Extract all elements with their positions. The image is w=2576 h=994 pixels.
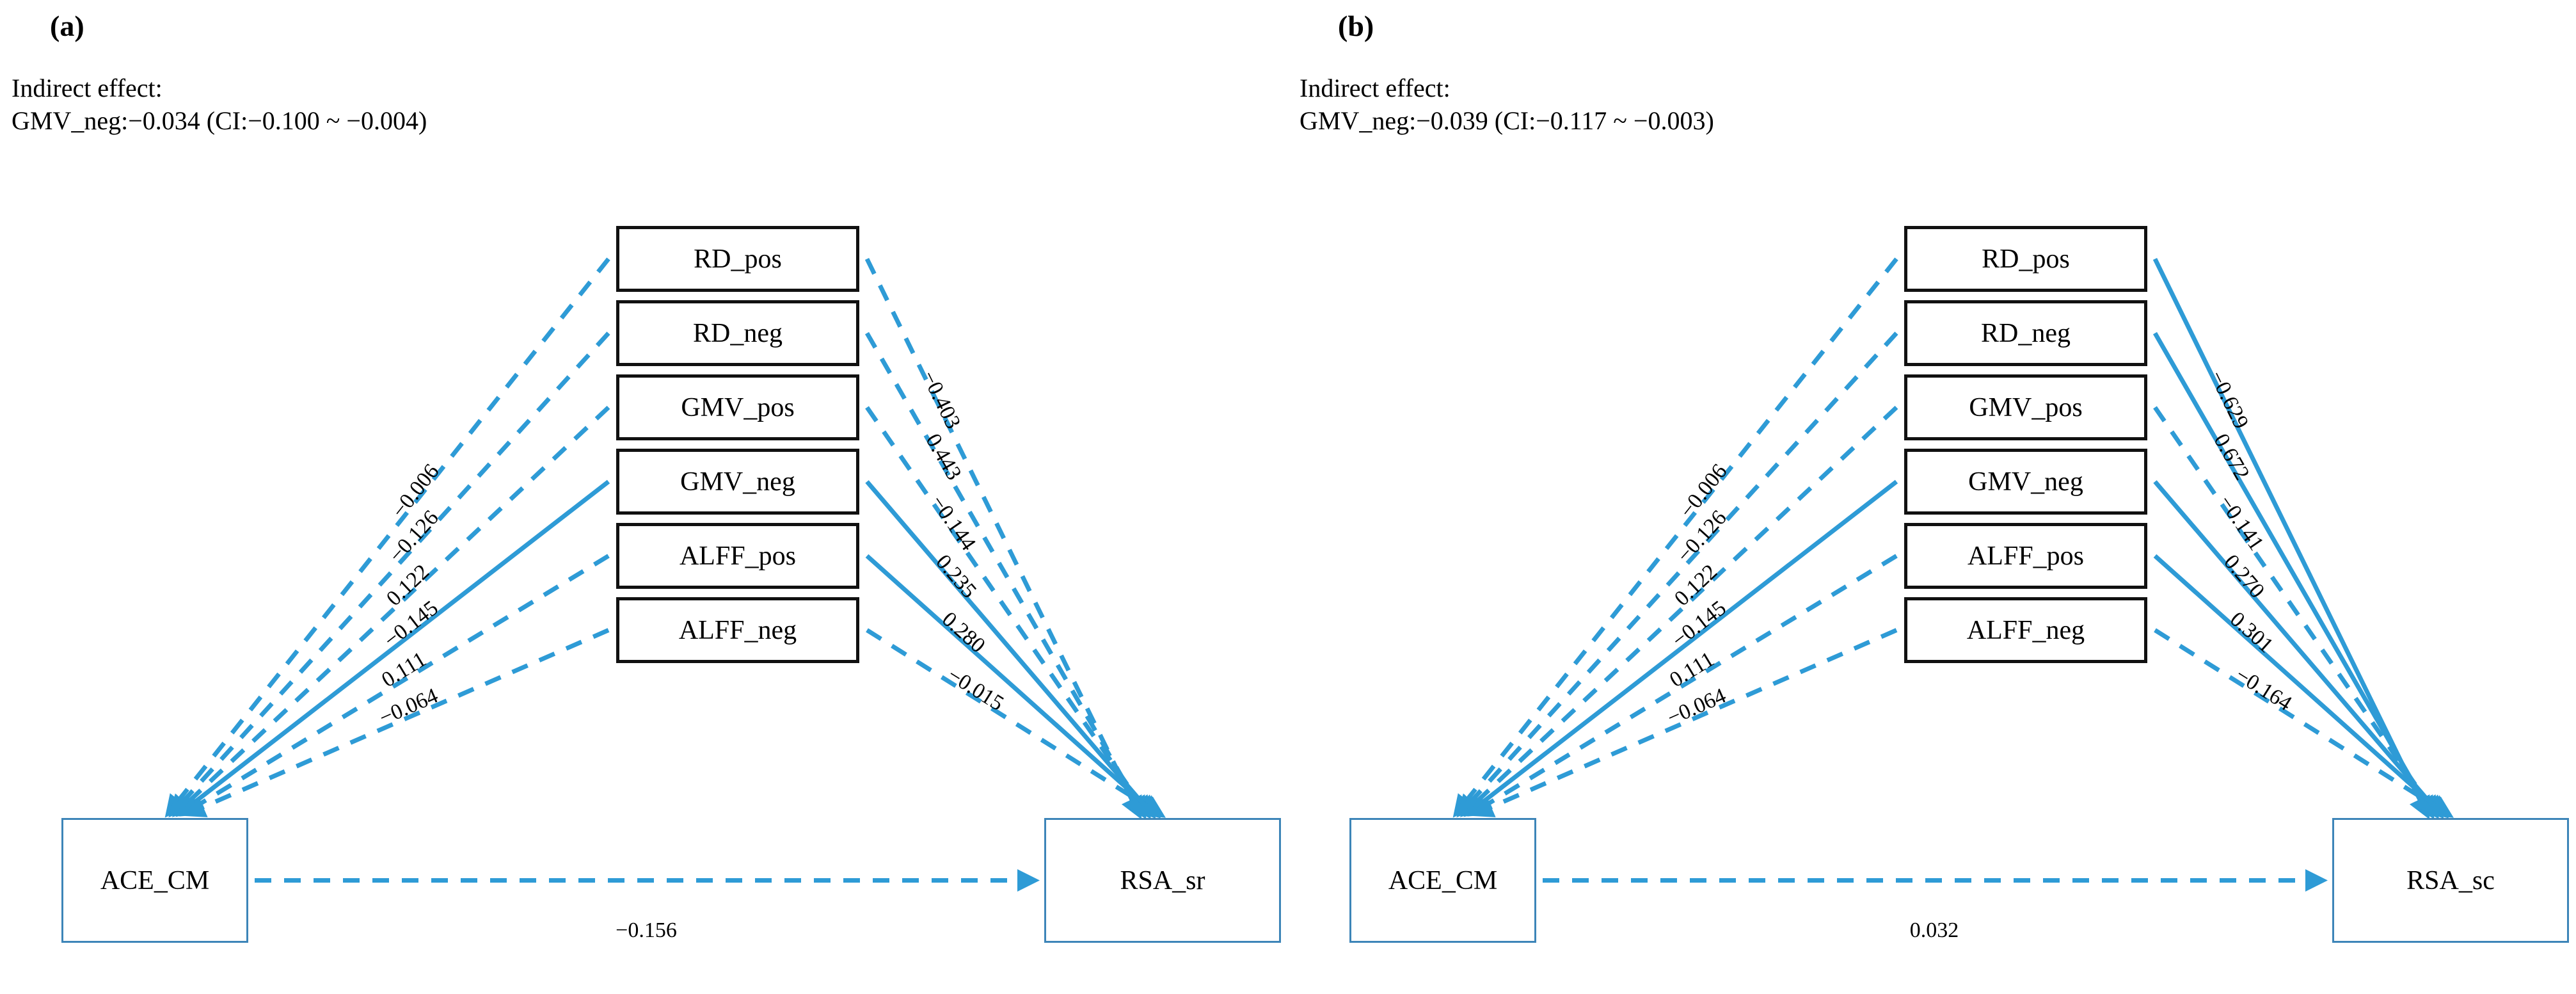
edge-b-ALFF_neg xyxy=(866,628,1166,818)
edge-b-RD_neg xyxy=(864,332,1147,820)
edge-a-GMV_pos xyxy=(1459,405,1898,817)
edge-a-GMV_neg xyxy=(175,479,610,817)
outcome-node[interactable]: RSA_sc xyxy=(2332,818,2569,943)
mediator-node-ALFF_pos[interactable]: ALFF_pos xyxy=(616,523,859,589)
outcome-node-label: RSA_sc xyxy=(2406,865,2495,895)
edge-a-ALFF_neg xyxy=(1470,628,1898,817)
edge-a-ALFF_neg xyxy=(182,628,610,817)
mediator-node-GMV_pos-label: GMV_pos xyxy=(681,392,795,422)
edge-b-RD_pos xyxy=(2152,257,2430,820)
outcome-node[interactable]: RSA_sr xyxy=(1044,818,1281,943)
predictor-node[interactable]: ACE_CM xyxy=(61,818,248,943)
edge-b-GMV_neg xyxy=(865,480,1156,819)
indirect-effect-text: Indirect effect: GMV_neg:−0.034 (CI:−0.10… xyxy=(12,72,427,137)
panel-letter: (b) xyxy=(1338,10,1374,42)
mediator-node-ALFF_neg-label: ALFF_neg xyxy=(678,615,797,645)
mediator-node-RD_pos[interactable]: RD_pos xyxy=(1904,226,2147,292)
outcome-node-label: RSA_sr xyxy=(1120,865,1205,895)
edge-a-RD_pos xyxy=(1452,257,1898,818)
predictor-node-label: ACE_CM xyxy=(100,865,210,895)
mediator-node-RD_pos-label: RD_pos xyxy=(694,244,782,274)
mediator-node-ALFF_neg[interactable]: ALFF_neg xyxy=(616,597,859,663)
mediator-node-RD_pos[interactable]: RD_pos xyxy=(616,226,859,292)
edge-b-ALFF_pos xyxy=(2153,554,2449,819)
mediator-node-GMV_neg[interactable]: GMV_neg xyxy=(1904,449,2147,515)
edge-b-ALFF_pos xyxy=(865,554,1161,819)
mediator-node-RD_neg-label: RD_neg xyxy=(693,318,783,348)
edge-label-direct: −0.156 xyxy=(616,918,677,942)
indirect-effect-value: GMV_neg:−0.034 (CI:−0.100 ~ −0.004) xyxy=(12,106,427,136)
predictor-node-label: ACE_CM xyxy=(1388,865,1498,895)
indirect-effect-value: GMV_neg:−0.039 (CI:−0.117 ~ −0.003) xyxy=(1300,106,1714,136)
indirect-effect-heading: Indirect effect: xyxy=(12,74,163,102)
mediator-node-ALFF_pos-label: ALFF_pos xyxy=(1967,541,2085,571)
panel-a: (a) Indirect effect: GMV_neg:−0.034 (CI:−0… xyxy=(12,10,1281,943)
mediator-node-ALFF_pos[interactable]: ALFF_pos xyxy=(1904,523,2147,589)
mediator-node-ALFF_pos-label: ALFF_pos xyxy=(679,541,797,571)
edge-b-ALFF_neg xyxy=(2154,628,2454,818)
indirect-effect-text: Indirect effect: GMV_neg:−0.039 (CI:−0.11… xyxy=(1300,72,1714,137)
edge-a-RD_pos xyxy=(164,257,610,818)
edge-a-RD_neg xyxy=(1456,332,1898,818)
edge-label-direct: 0.032 xyxy=(1909,918,1959,942)
mediator-node-RD_pos-label: RD_pos xyxy=(1982,244,2070,274)
mediator-node-GMV_neg-label: GMV_neg xyxy=(1968,467,2083,497)
edge-b-RD_pos xyxy=(864,257,1142,820)
mediator-node-RD_neg[interactable]: RD_neg xyxy=(616,300,859,366)
path-edges xyxy=(1452,257,2454,892)
mediator-node-GMV_neg-label: GMV_neg xyxy=(680,467,795,497)
edge-a-ALFF_pos xyxy=(179,554,610,817)
panel-b: (b) Indirect effect: GMV_neg:−0.039 (CI:−0… xyxy=(1288,0,2576,994)
edge-a-ALFF_pos xyxy=(1467,554,1898,817)
edge-a-GMV_neg xyxy=(1463,479,1898,817)
edge-a-GMV_pos xyxy=(171,405,610,817)
mediator-node-GMV_pos[interactable]: GMV_pos xyxy=(616,374,859,440)
mediator-node-RD_neg-label: RD_neg xyxy=(1981,318,2071,348)
edge-b-GMV_pos xyxy=(865,406,1151,819)
mediator-node-GMV_neg[interactable]: GMV_neg xyxy=(616,449,859,515)
indirect-effect-heading: Indirect effect: xyxy=(1300,74,1451,102)
mediator-node-GMV_pos-label: GMV_pos xyxy=(1969,392,2083,422)
path-edges xyxy=(164,257,1166,892)
mediator-node-ALFF_neg[interactable]: ALFF_neg xyxy=(1904,597,2147,663)
edge-b-GMV_pos xyxy=(2153,406,2439,819)
edge-b-GMV_neg xyxy=(2153,480,2444,819)
mediator-node-RD_neg[interactable]: RD_neg xyxy=(1904,300,2147,366)
predictor-node[interactable]: ACE_CM xyxy=(1349,818,1536,943)
mediator-node-ALFF_neg-label: ALFF_neg xyxy=(1966,615,2085,645)
edge-b-RD_neg xyxy=(2152,332,2435,820)
mediator-node-GMV_pos[interactable]: GMV_pos xyxy=(1904,374,2147,440)
edge-a-RD_neg xyxy=(168,332,610,818)
panel-letter: (a) xyxy=(50,10,84,42)
